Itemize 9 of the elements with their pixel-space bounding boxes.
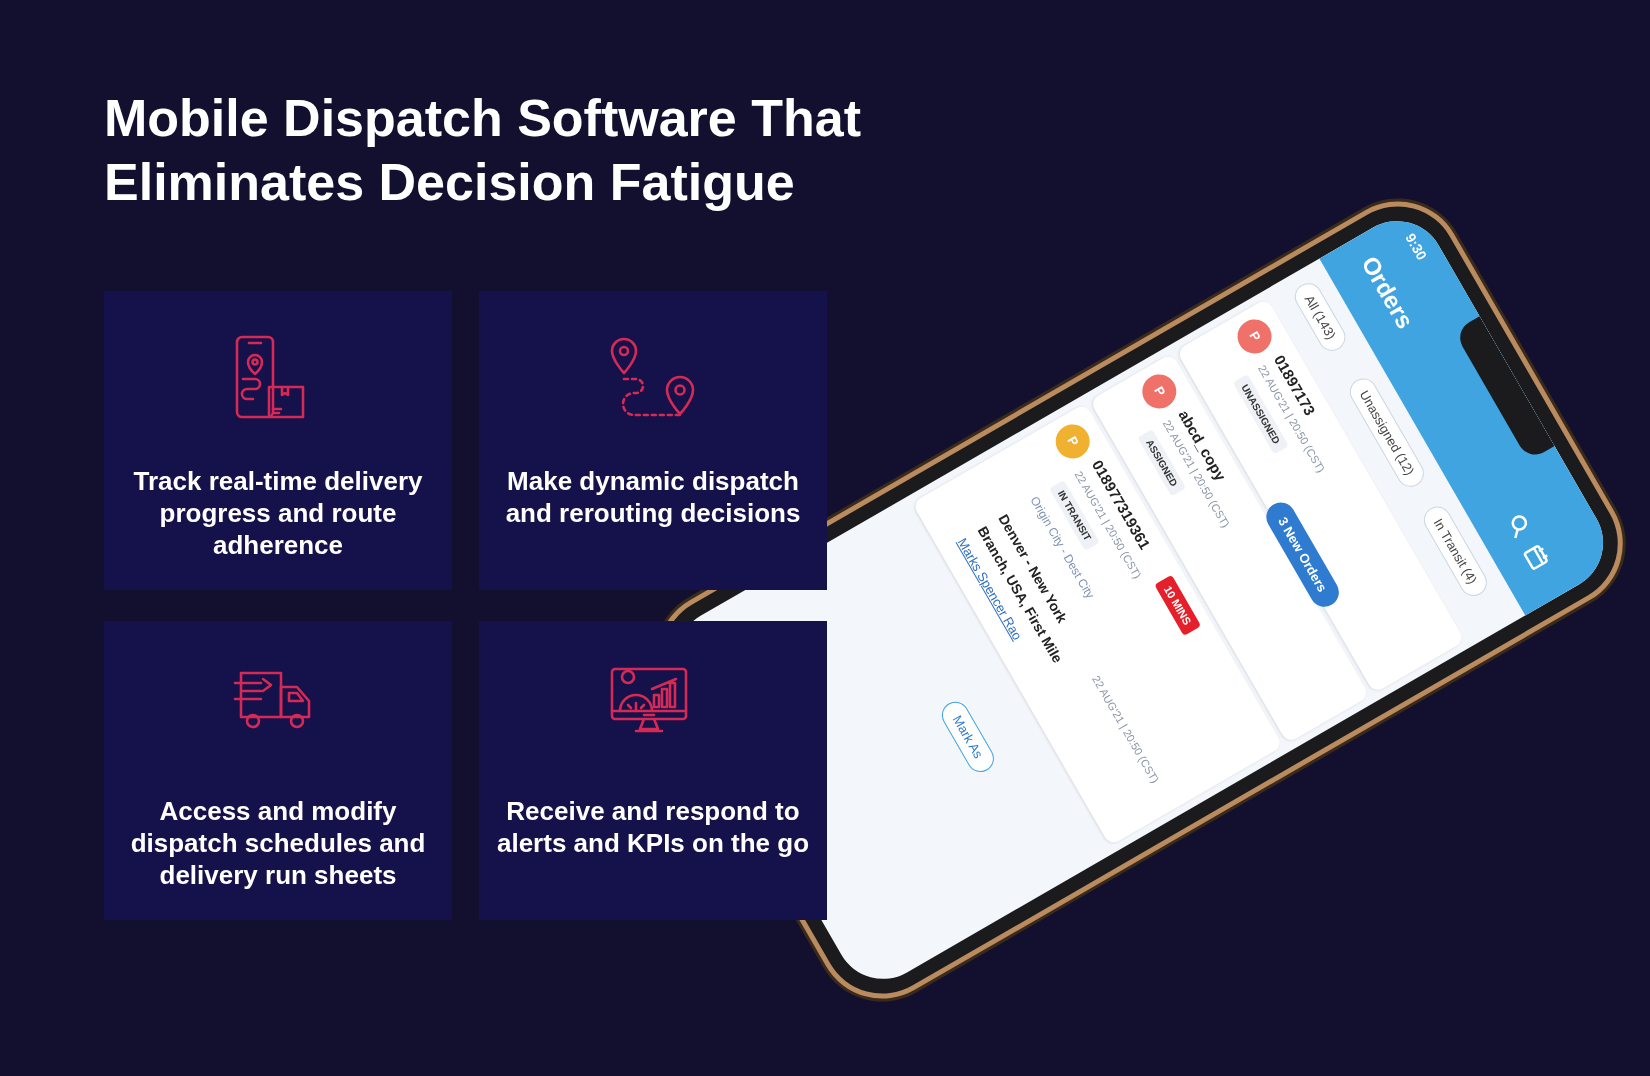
feature-text: Receive and respond to alerts and KPIs on the go [495,795,811,859]
feature-text: Track real-time delivery progress and route adherence [132,465,424,561]
feature-card [479,291,827,590]
feature-card [479,621,827,920]
feature-card [104,291,452,590]
page-title: Mobile Dispatch Software That Eliminates Decision Fatigue [104,88,862,213]
feature-text: Access and modify dispatch schedules and delivery run sheets [129,795,427,891]
feature-card [104,621,452,920]
feature-text: Make dynamic dispatch and rerouting decisions [504,465,802,529]
